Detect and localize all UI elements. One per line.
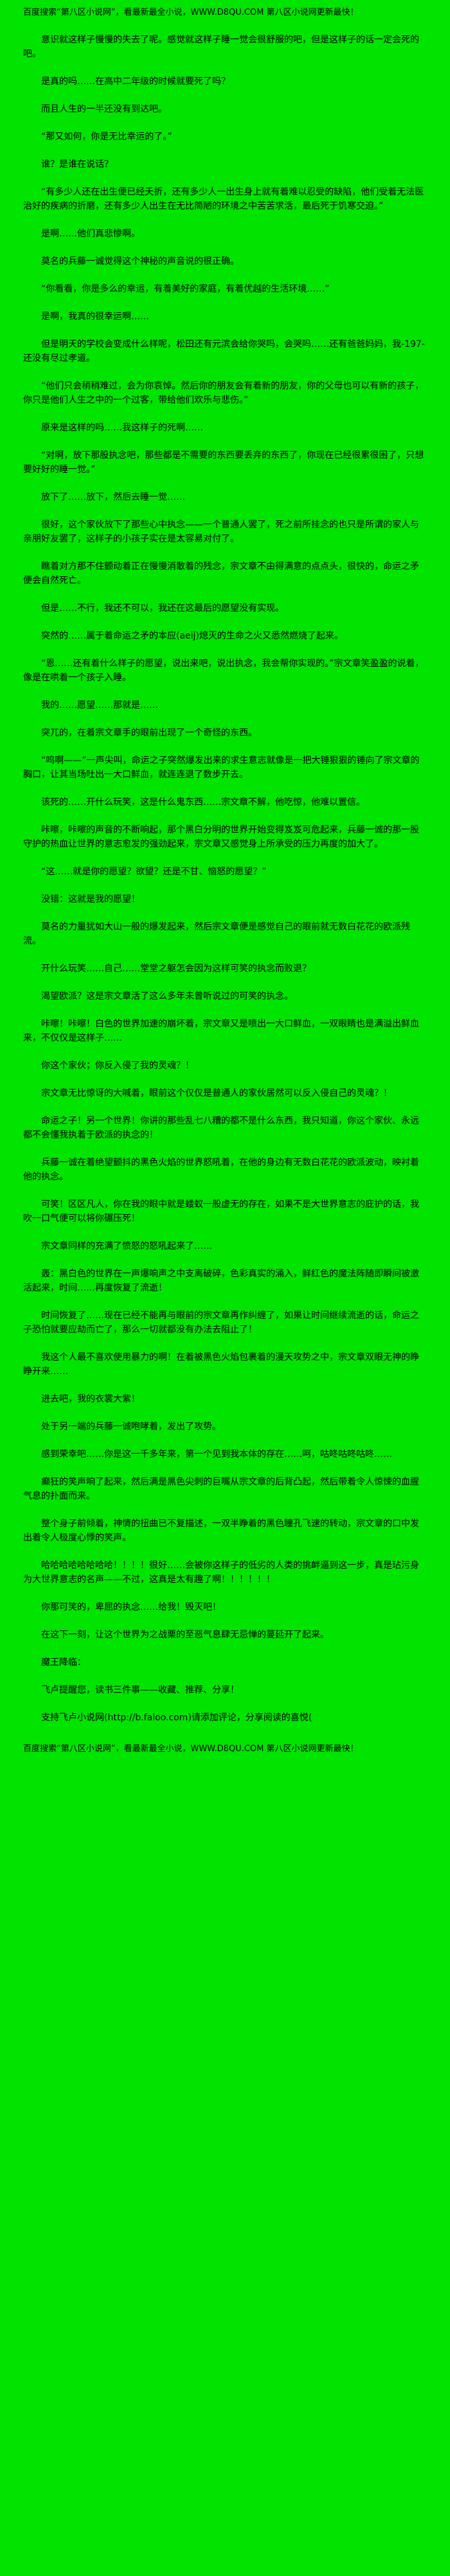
novel-paragraph: 突兀的，在着宗文章手的眼前出现了一个奇怪的东西。 [41,728,257,738]
novel-paragraph: 咔嚓，咔嚓的声音的不断响起，那个黑白分明的世界开始变得岌岌可危起来，兵藤一诚的那… [23,825,419,849]
novel-paragraph: 飞卢提醒您，读书三件事——收藏、推荐、分享！ [41,1685,239,1695]
novel-paragraph: 该死的……开什么玩笑，这是什么鬼东西……宗文章不解，他吃惊，他难以置信。 [41,797,365,807]
novel-paragraph: 没错：这就是我的愿望！ [41,894,140,904]
novel-paragraph: 我这个人最不喜欢使用暴力的啊！在着被黑色火焰包裹着的漫天攻势之中，宗文章双眼无神… [23,1352,419,1377]
novel-paragraph: 莫名的力量犹如大山一般的爆发起来，然后宗文章便是感觉自己的眼前就无数白花花的欧派… [23,922,410,946]
novel-paragraph: 是真的吗……在高中二年级的时候就要死了吗？ [41,76,230,87]
novel-paragraph: “他们只会稍稍难过，会为你哀悼。然后你的朋友会有着新的朋友，你的父母也可以有新的… [23,381,424,405]
novel-paragraph: 谁？是谁在说话？ [41,159,113,170]
novel-paragraph: 宗文章无比惊讶的大喊着，眼前这个仅仅是普通人的家伙居然可以反入侵自己的灵魂？！ [41,1088,392,1098]
novel-paragraph: 轰：黑白色的世界在一声爆响声之中支离破碎，色彩真实的涌入，鲜红色的魔法阵随即瞬间… [23,1269,419,1293]
bottom-promo-line: 百度搜索“第八区小说网”，看最新最全小说，WWW.D8QU.COM 第八区小说网… [23,1744,359,1754]
top-promo-line: 百度搜索“第八区小说网”，看最新最全小说，WWW.D8QU.COM 第八区小说网… [23,8,359,17]
chapter-text: 意识就这样子慢慢的失去了呢。感觉就这样子睡一觉会很舒服的吧，但是这样子的话一定会… [23,33,427,1725]
novel-paragraph: 兵藤一诚在着绝望颤抖的黑色火焰的世界怒吼着，在他的身边有无数白花花的欧派波动，映… [23,1158,419,1182]
novel-paragraph: “呜啊——”一声尖叫，命运之子突然爆发出来的求生意志就像是一把大锤狠狠的锤向了宗… [23,755,420,780]
novel-paragraph: 在这下一刻，让这个世界为之战栗的至恶气息肆无忌惮的蔓延开了起来。 [41,1630,329,1640]
novel-paragraph: 咔嚓！咔嚓！白色的世界加速的崩坏着，宗文章又是喷出一大口鲜血，一双眼睛也是满溢出… [23,1019,419,1043]
novel-paragraph: 整个身子前倾着，神情的扭曲已不复描述，一双半睁着的黑色瞳孔飞速的转动，宗文章的口… [23,1519,419,1543]
novel-paragraph: “你看看，你是多么的幸运，有着美好的家庭，有着优越的生活环境……” [41,284,330,294]
novel-paragraph: 你这个家伙；你反入侵了我的灵魂？！ [41,1061,194,1071]
novel-paragraph: “有多少人还在出生便已经夭折，还有多少人一出生身上就有着难以忍受的缺陷，他们受着… [23,187,424,211]
novel-paragraph: 很好，这个家伙放下了那些心中执念——一个普通人罢了，死之前所挂念的也只是所谓的家… [23,520,419,544]
novel-paragraph: 莫名的兵藤一诚觉得这个神秘的声音说的很正确。 [41,256,239,267]
novel-paragraph: 哈哈哈哈哈哈哈哈！！！！很好……会被你这样子的低劣的人类的挑衅逼到这一步，真是玷… [23,1560,419,1585]
novel-paragraph: 但是……不行，我还不可以，我还在这最后的愿望没有实现。 [41,603,284,613]
novel-paragraph: 瞧着对方那不住颤动着正在慢慢消散着的残念，宗文章不由得满意的点点头，很快的，命运… [23,561,419,586]
novel-paragraph: 你那可笑的，卑屈的执念……给我！毁灭吧！ [41,1602,221,1612]
novel-paragraph: 放下了……放下，然后去睡一觉…… [41,492,185,502]
novel-paragraph: 渴望欧派？这是宗文章活了这么多年未曾听说过的可笑的执念。 [41,991,293,1001]
novel-paragraph: 处于另一端的兵藤一诚咆哮着，发出了攻势。 [41,1422,221,1432]
novel-paragraph: 原来是这样的吗……我这样子的死啊…… [41,423,203,433]
novel-paragraph: 时间恢复了……现在已经不能再与眼前的宗文章再作纠缠了，如果让时间继续流逝的话，命… [23,1310,419,1335]
novel-paragraph: 意识就这样子慢慢的失去了呢。感觉就这样子睡一觉会很舒服的吧，但是这样子的话一定会… [23,35,419,59]
novel-paragraph: 感到荣幸吧……你是这一千多年来，第一个见到我本体的存在……呵，咕咚咕咚咕咚…… [41,1449,392,1460]
novel-paragraph: “这……就是你的愿望？欲望？还是不甘、恼怒的愿望？” [41,867,267,877]
novel-paragraph: “恩……还有着什么样子的愿望，说出来吧，说出执念，我会帮你实现的。”宗文章笑盈盈… [23,658,424,683]
novel-paragraph: 我的……愿望……那就是…… [41,700,158,710]
novel-paragraph: 开什么玩笑……自己……堂堂之躯怎会因为这样可笑的执念而败退？ [41,964,311,974]
novel-paragraph: 是啊，我真的很幸运啊…… [41,312,149,322]
novel-paragraph: 宗文章同样的充满了愤怒的怒吼起来了…… [41,1241,212,1251]
novel-paragraph: “那又如何，你是无比幸运的了。” [41,132,172,142]
novel-paragraph: 癫狂的笑声响了起来，然后满是黑色尖刺的巨嘴从宗文章的后背凸起，然后带着令人惊悚的… [23,1477,419,1501]
novel-paragraph: “对啊，放下那股执念吧，那些都是不需要的东西要丢弃的东西了，你现在已经很累很困了… [23,450,424,475]
novel-paragraph: 可笑！区区凡人，你在我的眼中就是蝼蚁一般虚无的存在，如果不是大世界意志的庇护的话… [23,1199,419,1224]
novel-paragraph: 魔王降临： [41,1657,86,1668]
novel-paragraph: 但是明天的学校会变成什么样呢，松田还有元滨会给你哭吗，会哭吗……还有爸爸妈妈，我… [23,339,425,364]
novel-paragraph: 进去吧，我的衣裳大紫！ [41,1394,140,1404]
novel-paragraph: 命运之子！另一个世界！你讲的那些乱七八糟的都不是什么东西，我只知道，你这个家伙、… [23,1116,419,1140]
novel-paragraph: 突然的……属于着命运之矛的本应(aeij)熄灭的生命之火又悉然燃烧了起来。 [41,631,343,641]
novel-paragraph: 是啊……他们真悲惨啊。 [41,229,140,239]
novel-paragraph: 而且人生的一半还没有到达吧。 [41,104,167,114]
novel-paragraph: 支持飞卢小说网(http://b.faloo.com)请添加评论，分享阅读的喜悦… [41,1713,312,1723]
